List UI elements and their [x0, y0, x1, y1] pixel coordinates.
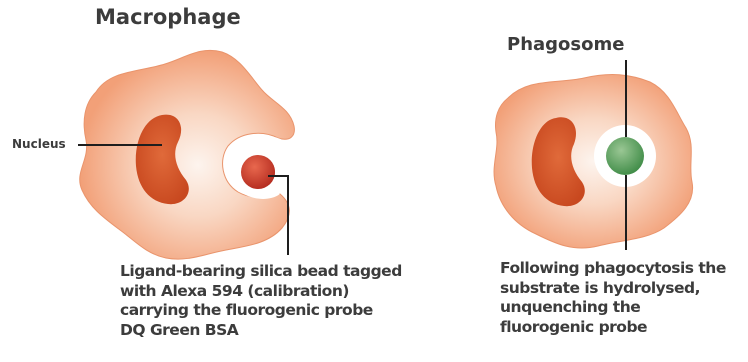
hydrolysis-caption-line: fluorogenic probe [500, 318, 726, 338]
nucleus-label: Nucleus [12, 137, 66, 151]
bead-caption-line: with Alexa 594 (calibration) [120, 282, 402, 302]
bead-caption-line: Ligand-bearing silica bead tagged [120, 262, 402, 282]
hydrolysis-caption-line: Following phagocytosis the [500, 259, 726, 279]
hydrolysis-caption-line: unquenching the [500, 298, 726, 318]
hydrolysis-caption-line: substrate is hydrolysed, [500, 279, 726, 299]
red-bead-overlay [241, 155, 275, 189]
phagosome-title: Phagosome [507, 34, 624, 55]
macrophage-title: Macrophage [95, 5, 241, 29]
bead-caption: Ligand-bearing silica bead tagged with A… [120, 262, 402, 340]
phagosome-cell-membrane [494, 75, 693, 249]
bead-caption-line: carrying the fluorogenic probe [120, 301, 402, 321]
green-bead [606, 137, 644, 175]
hydrolysis-caption: Following phagocytosis the substrate is … [500, 259, 726, 337]
phagosome-cell [494, 75, 693, 249]
bead-caption-line: DQ Green BSA [120, 321, 402, 341]
